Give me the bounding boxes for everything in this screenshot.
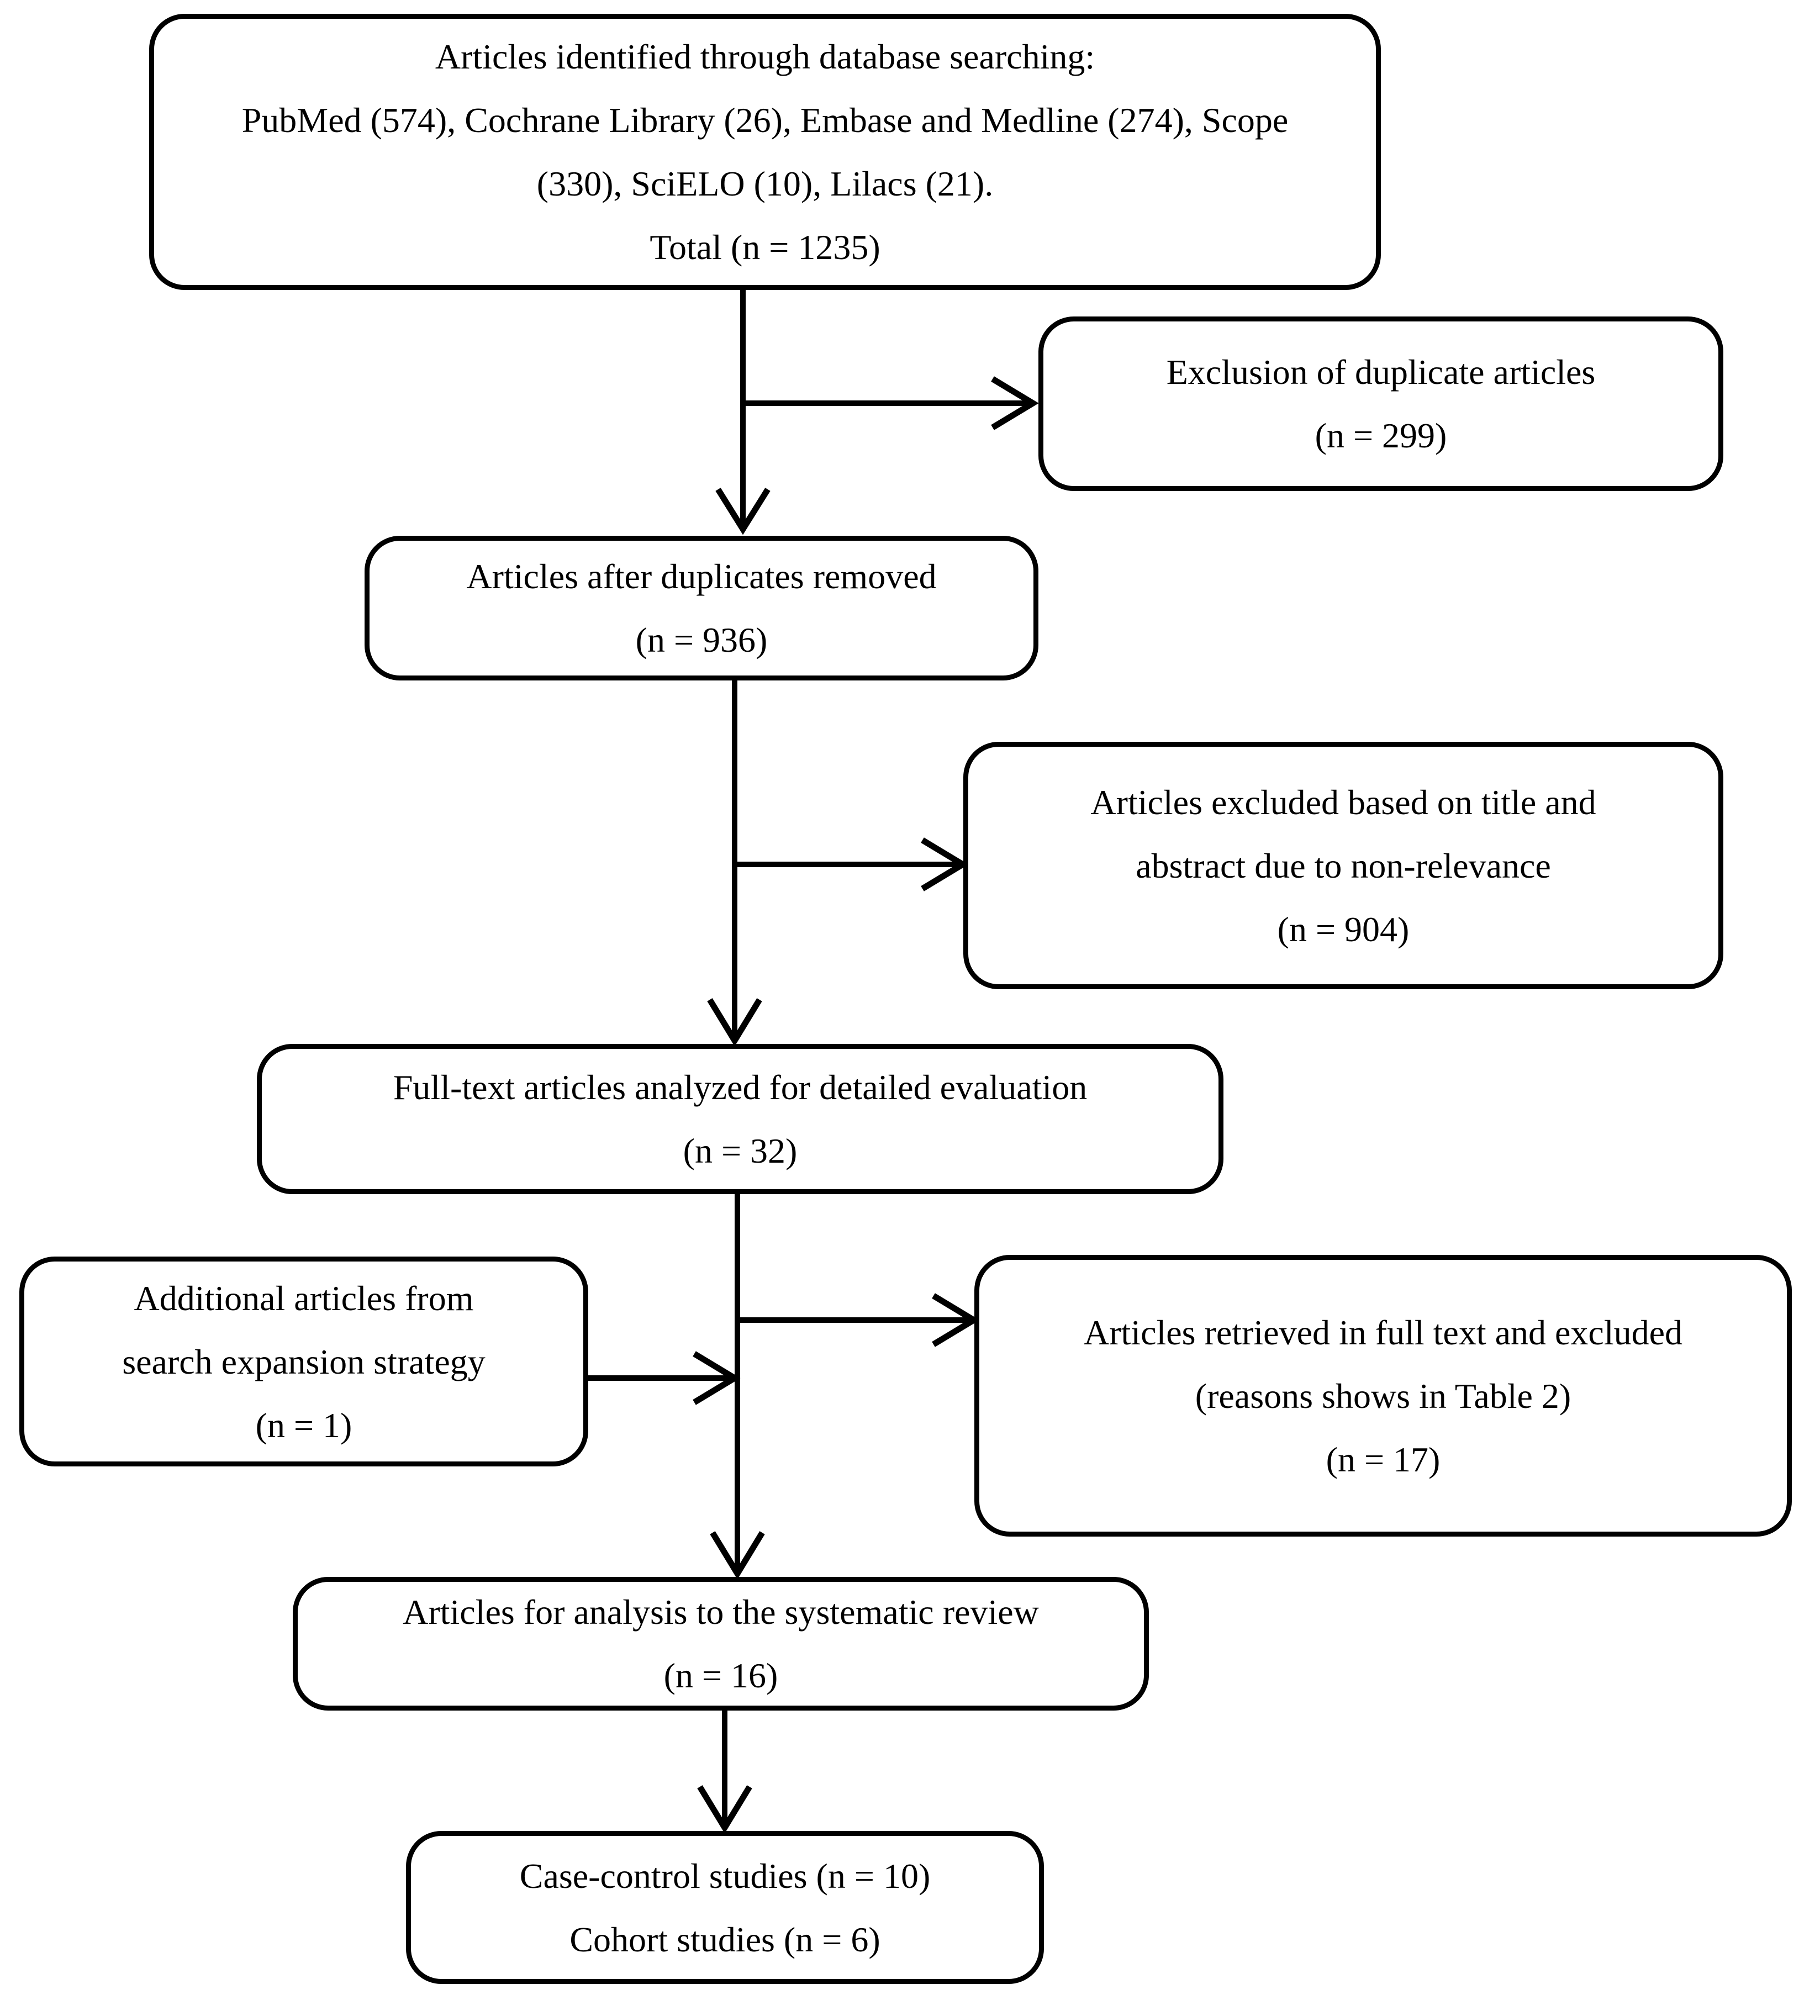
box-text-line: (reasons shows in Table 2)	[1195, 1376, 1571, 1416]
arrow-branch-duplicates	[743, 376, 1039, 430]
box-text-line: Full-text articles analyzed for detailed…	[393, 1068, 1088, 1107]
box-text-line: Articles after duplicates removed	[466, 557, 937, 596]
box-text-line: Additional articles from	[134, 1278, 474, 1318]
box-text-line: Exclusion of duplicate articles	[1166, 352, 1596, 392]
box-text-line: (n = 32)	[683, 1131, 798, 1170]
arrow-branch-title-abstract	[735, 837, 969, 891]
box-title-abstract-excluded: Articles excluded based on title and abs…	[963, 742, 1723, 989]
box-text-line: search expansion strategy	[122, 1342, 486, 1381]
box-text-line: (330), SciELO (10), Lilacs (21).	[536, 164, 994, 203]
box-duplicates-excluded: Exclusion of duplicate articles (n = 299…	[1038, 316, 1723, 491]
arrow-analysis-down	[697, 1711, 752, 1834]
box-text-line: (n = 936)	[635, 620, 768, 659]
arrow-after-duplicates-down	[707, 680, 762, 1047]
box-text-line: Articles excluded based on title and	[1090, 782, 1596, 822]
box-additional-articles: Additional articles from search expansio…	[19, 1257, 588, 1466]
box-text-line: Total (n = 1235)	[650, 228, 880, 267]
box-text-line: Case-control studies (n = 10)	[519, 1856, 931, 1896]
arrow-branch-retrieved	[737, 1293, 980, 1347]
arrow-additional-in	[588, 1351, 741, 1405]
box-text-line: (n = 16)	[663, 1656, 778, 1695]
box-text-line: Articles for analysis to the systematic …	[403, 1592, 1039, 1632]
arrow-identified-down	[715, 289, 771, 535]
box-text-line: Articles retrieved in full text and excl…	[1083, 1312, 1683, 1352]
box-articles-identified: Articles identified through database sea…	[149, 14, 1381, 290]
box-text-line: Cohort studies (n = 6)	[569, 1919, 880, 1959]
box-text-line: Articles identified through database sea…	[435, 37, 1095, 76]
box-included-studies: Case-control studies (n = 10) Cohort stu…	[406, 1831, 1044, 1984]
box-text-line: PubMed (574), Cochrane Library (26), Emb…	[241, 101, 1289, 140]
box-text-line: (n = 17)	[1326, 1439, 1441, 1479]
box-text-line: (n = 1)	[255, 1405, 352, 1445]
box-fulltext-analyzed: Full-text articles analyzed for detailed…	[257, 1044, 1223, 1194]
box-after-duplicates-removed: Articles after duplicates removed (n = 9…	[365, 536, 1038, 680]
box-text-line: (n = 904)	[1277, 909, 1410, 949]
box-text-line: abstract due to non-relevance	[1136, 846, 1551, 885]
box-analysis-systematic-review: Articles for analysis to the systematic …	[293, 1577, 1149, 1711]
box-retrieved-excluded: Articles retrieved in full text and excl…	[974, 1255, 1792, 1537]
arrow-fulltext-down	[710, 1194, 765, 1580]
box-text-line: (n = 299)	[1315, 416, 1447, 455]
